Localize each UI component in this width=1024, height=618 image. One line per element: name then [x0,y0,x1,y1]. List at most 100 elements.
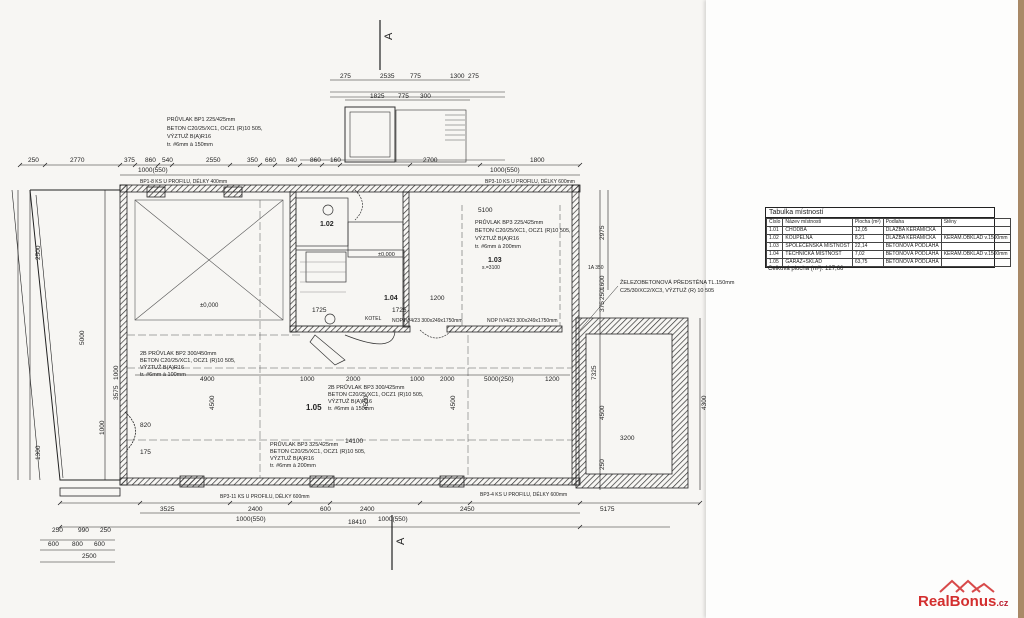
th-floor: Podlaha [882,218,942,227]
dimension-bottom: 2450 [460,506,475,513]
dimension-misc: 820 [140,422,151,429]
dimension-right: 375 [599,301,606,312]
svg-text:BETON C20/25/XC1, OCZ1 (R)10 5: BETON C20/25/XC1, OCZ1 (R)10 505, [328,392,424,398]
dimension-misc: 5100 [478,207,493,214]
dimension-left: 5000 [79,330,86,345]
room-1-03-sub: s.=3100 [482,265,500,271]
logo-brand: RealBonus [918,593,997,610]
room-label-1-05: 1.05 [306,403,322,412]
svg-text:BETON C20/25/XC1, OCZ1 (R)10 5: BETON C20/25/XC1, OCZ1 (R)10 505, [140,358,236,364]
dimension-top: 840 [286,157,297,164]
realbonus-logo: RealBonus.cz [918,576,1018,616]
dimension-top-upper2: 300 [420,93,431,100]
beam-note-bp1: PRŮVLAK BP1 225/425mm BETON C20/25/XC1, … [167,116,263,148]
dimension-top: 375 [124,157,135,164]
total-area: Celková plocha (m²): 127,66 [768,266,843,272]
section-marker-bottom: A [395,537,407,545]
cell: 63,75 [851,258,884,267]
wall-core-south [289,325,411,333]
dimension-misc: 4500 [450,395,457,410]
cell: KERAM.OBKLAD v.1500mm [940,250,1011,259]
cell: DLAŽBA KERAMICKÁ [882,234,942,243]
th-number: Číslo [765,218,784,227]
dimension-bottom-left: 600 [94,541,105,548]
room-technical [295,249,405,327]
dimension-misc: 175 [140,449,151,456]
cell: 1.01 [765,226,784,235]
dimension-mid: 1200 [545,376,560,383]
bp-note-bottom-2: BP3-4 KS U PROFILU, DÉLKY 600mm [480,491,567,498]
dimension-bottom-sub: 1000(550) [378,516,408,523]
dimension-top: 860 [145,157,156,164]
cell: SPOLEČENSKÁ MÍSTNOST [782,242,853,251]
th-area: Plocha (m²) [851,218,884,227]
dimension-misc: 1725 [312,307,327,314]
dimension-overall: 18410 [348,519,366,526]
bp-note-bottom-1: BP3-11 KS U PROFILU, DÉLKY 600mm [220,493,310,500]
dimension-pool-depth: 4300 [701,395,708,410]
svg-text:C25/30/XC2/XC3, VÝZTUŽ (R) 10: C25/30/XC2/XC3, VÝZTUŽ (R) 10 505 [620,286,714,294]
cell: 1.02 [765,234,784,243]
cell: 1.03 [765,242,784,251]
dimension-top: 250 [28,157,39,164]
dimension-bottom: 3525 [160,506,175,513]
svg-text:tr. #6mm à 150mm: tr. #6mm à 150mm [328,406,374,412]
svg-text:VÝZTUŽ B(A)R16: VÝZTUŽ B(A)R16 [167,132,211,140]
wall-hall-lintel [446,325,563,333]
dimension-top: 160 [330,157,341,164]
svg-text:BETON C20/25/XC1, OCZ1 (R)10 5: BETON C20/25/XC1, OCZ1 (R)10 505, [270,449,366,455]
total-area-label: Celková plocha (m²): [768,266,824,272]
cell: TECHNICKÁ MÍSTNOST [782,250,853,259]
lintel-note-2: NOP IV/4/23 300x249x1750mm [487,318,558,324]
level-mark-garage: ±0,000 [200,303,219,309]
dimension-top-upper: 2535 [380,73,395,80]
dimension-bottom: 2400 [248,506,263,513]
svg-text:2B PRŮVLAK BP2 300/450mm: 2B PRŮVLAK BP2 300/450mm [140,350,217,357]
bp-note-top-1: BP1-8 KS U PROFILU, DÉLKY 400mm [140,178,227,185]
cell: BETONOVÁ PODLAHA [882,250,942,259]
wall-west [119,184,128,486]
beam-note-bp3-2: 2B PRŮVLAK BP3 300/425mm BETON C20/25/XC… [328,384,424,412]
dimension-top: 1800 [530,157,545,164]
svg-text:BETON C20/25/XC1, OCZ1 (R)10 5: BETON C20/25/XC1, OCZ1 (R)10 505, [475,228,571,234]
cell: BETONOVÁ PODLAHA [882,242,942,251]
cell: 8,21 [851,234,884,243]
wall-core-west [289,191,297,333]
room-table: Tabulka místností Číslo Název místnosti … [765,207,1011,268]
dimension-left: 2500 [35,245,42,260]
svg-text:PRŮVLAK BP1 225/425mm: PRŮVLAK BP1 225/425mm [167,116,236,123]
svg-text:tr. #6mm à 200mm: tr. #6mm à 200mm [270,463,316,469]
total-area-value: 127,66 [825,266,844,272]
svg-text:ŽELEZOBETONOVÁ PŘEDSTĚNA TL.15: ŽELEZOBETONOVÁ PŘEDSTĚNA TL.150mm [620,278,735,286]
level-mark-core: ±0,000 [378,252,395,258]
dimension-mid: 1000 [410,376,425,383]
boiler-symbol [324,313,336,325]
dimension-right: 2975 [599,225,606,240]
cell [940,226,1011,235]
dimension-left: 3575 [113,385,120,400]
dimension-bottom: 600 [320,506,331,513]
cell: 22,14 [851,242,884,251]
dimension-mid: 5000(250) [484,376,514,383]
svg-text:PRŮVLAK BP3 325/425mm: PRŮVLAK BP3 325/425mm [270,441,339,448]
roof-icon [939,579,995,593]
pool-block [575,317,689,489]
dimension-pool-height: 7325 [591,365,598,380]
svg-text:PRŮVLAK BP3 225/425mm: PRŮVLAK BP3 225/425mm [475,219,544,226]
boiler-label: KOTEL [365,316,382,322]
dimension-right: 4500 [599,405,606,420]
dimension-misc: 4500 [363,395,370,410]
dimension-right: 1600 [599,275,606,290]
room-table-header: Číslo Název místnosti Plocha (m²) Podlah… [765,218,1011,227]
room-label-1-02: 1.02 [320,221,334,228]
svg-text:VÝZTUŽ B(A)R16: VÝZTUŽ B(A)R16 [270,454,314,462]
dimension-top: 2700 [423,157,438,164]
cell: KOUPELNA [782,234,853,243]
dimension-right: 250 [599,289,606,300]
logo-text: RealBonus.cz [918,593,1008,610]
cell: 1.05 [765,258,784,267]
